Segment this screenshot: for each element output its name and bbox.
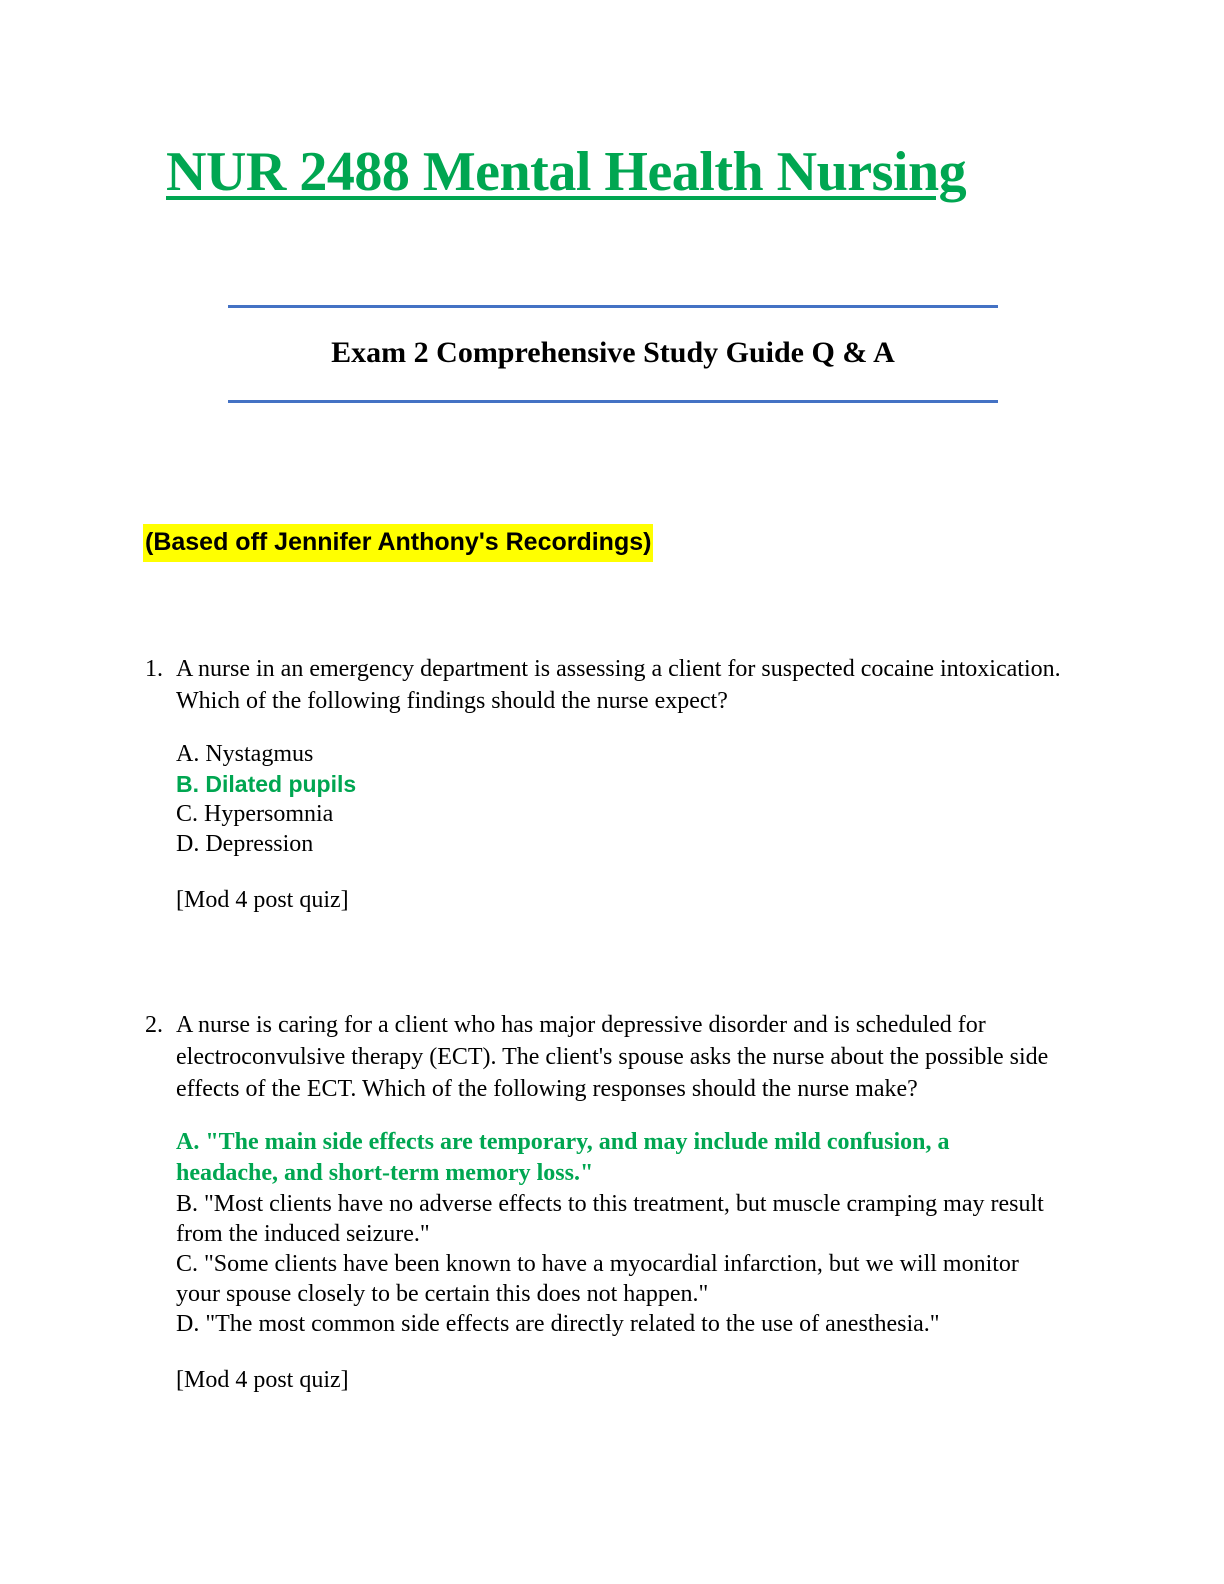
question-number: 2. — [145, 1012, 163, 1038]
answer-options: A. Nystagmus B. Dilated pupils C. Hypers… — [176, 739, 1056, 859]
answer-option-a[interactable]: A. "The main side effects are temporary,… — [176, 1129, 950, 1186]
rule-top — [228, 305, 998, 308]
source-note-highlight: (Based off Jennifer Anthony's Recordings… — [143, 524, 654, 562]
question-item: 1. A nurse in an emergency department is… — [145, 653, 1075, 915]
answer-options: A. "The main side effects are temporary,… — [176, 1127, 1056, 1339]
answer-option-a[interactable]: A. Nystagmus — [176, 741, 314, 767]
question-item: 2. A nurse is caring for a client who ha… — [145, 1009, 1075, 1395]
subtitle-block: Exam 2 Comprehensive Study Guide Q & A — [228, 305, 998, 403]
question-text: A nurse in an emergency department is as… — [176, 656, 1061, 714]
page-title: NUR 2488 Mental Health Nursing — [166, 141, 967, 203]
answer-option-b[interactable]: B. "Most clients have no adverse effects… — [176, 1191, 1044, 1247]
question-stem: 2. A nurse is caring for a client who ha… — [145, 1009, 1075, 1105]
rule-bottom — [228, 400, 998, 403]
answer-option-c[interactable]: C. "Some clients have been known to have… — [176, 1251, 1019, 1307]
answer-option-d[interactable]: D. "The most common side effects are dir… — [176, 1311, 940, 1337]
question-number: 1. — [145, 656, 163, 682]
question-text: A nurse is caring for a client who has m… — [176, 1012, 1049, 1102]
answer-option-c[interactable]: C. Hypersomnia — [176, 801, 334, 827]
answer-option-d[interactable]: D. Depression — [176, 831, 314, 857]
question-source-tag: [Mod 4 post quiz] — [176, 1367, 349, 1393]
source-note: (Based off Jennifer Anthony's Recordings… — [143, 524, 654, 562]
document-subtitle: Exam 2 Comprehensive Study Guide Q & A — [331, 336, 895, 369]
answer-option-b[interactable]: B. Dilated pupils — [176, 771, 357, 797]
question-stem: 1. A nurse in an emergency department is… — [145, 653, 1075, 717]
question-source-tag: [Mod 4 post quiz] — [176, 887, 349, 913]
